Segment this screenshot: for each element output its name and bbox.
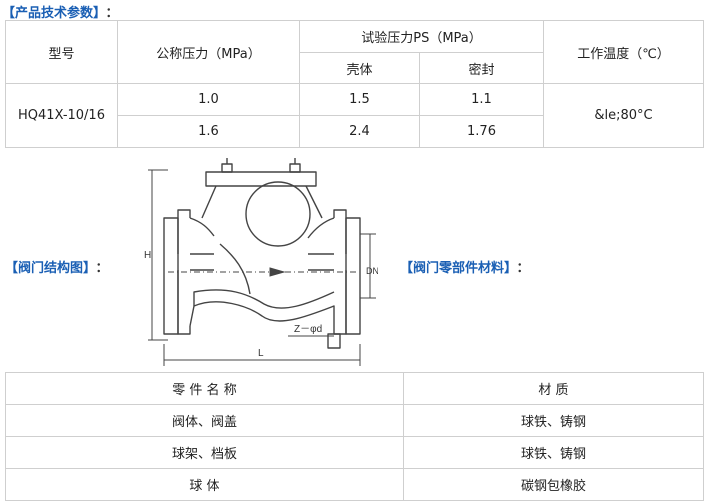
material-cell: 球铁、铸钢 (403, 404, 704, 437)
right-flange (345, 217, 361, 335)
material-cell: 球铁、铸钢 (403, 436, 704, 469)
dimension-label-bolt: Z－φd (294, 324, 322, 335)
section-header-product-params-text: 【产品技术参数】 (2, 6, 100, 21)
header-colon: ： (516, 261, 530, 276)
spec-table: 型号 公称压力（MPa） 试验压力PS（MPa） 工作温度（℃） 壳体 密封 H… (5, 20, 704, 148)
material-cell: 碳钢包橡胶 (403, 468, 704, 501)
table-row: 1.6 2.4 1.76 (6, 115, 704, 148)
cover-bolt (221, 163, 233, 173)
table-row: HQ41X-10/16 1.0 1.5 1.1 &le;80°C (5, 83, 704, 148)
table-row: 球 体 碳钢包橡胶 (5, 468, 704, 501)
left-flange (163, 217, 179, 335)
part-name-header: 零 件 名 称 (5, 372, 404, 405)
section-header-structure: 【阀门结构图】 ： (5, 257, 109, 276)
dimension-label-dn: DN (366, 266, 378, 276)
part-name-cell: 球架、档板 (5, 436, 404, 469)
nominal-pressure-value: 1.6 (117, 115, 300, 148)
table-row: 阀体、阀盖 球铁、铸钢 (5, 404, 704, 437)
dimension-label-l: L (258, 348, 264, 359)
seal-pressure-value: 1.1 (419, 83, 544, 116)
baffle (219, 243, 251, 295)
nominal-pressure-value: 1.0 (117, 83, 300, 116)
cover-flange (205, 171, 317, 187)
part-name-cell: 阀体、阀盖 (5, 404, 404, 437)
cover-bolt (289, 163, 301, 173)
part-name-cell: 球 体 (5, 468, 404, 501)
header-colon: ： (95, 261, 109, 276)
valve-structure-drawing: H DN L Z－φd (144, 158, 378, 366)
section-header-materials: 【阀门零部件材料】 ： (400, 257, 530, 276)
shell-pressure-value: 1.5 (299, 83, 420, 116)
header-colon: ： (105, 6, 119, 21)
seal-header: 密封 (419, 52, 544, 84)
material-header: 材 质 (403, 372, 704, 405)
table-row: 球架、档板 球铁、铸钢 (5, 436, 704, 469)
section-header-materials-text: 【阀门零部件材料】 (400, 261, 511, 276)
flow-arrow-icon (269, 267, 286, 277)
section-header-product-params: 【产品技术参数】 ： (2, 2, 119, 21)
ball (245, 181, 311, 247)
working-temp-value: &le;80°C (543, 83, 704, 148)
working-temp-header: 工作温度（℃） (543, 20, 704, 84)
test-pressure-header: 试验压力PS（MPa） (299, 20, 544, 53)
model-value: HQ41X-10/16 (5, 83, 118, 148)
shell-pressure-value: 2.4 (299, 115, 420, 148)
dimension-label-h: H (144, 250, 151, 261)
nominal-pressure-header: 公称压力（MPa） (117, 20, 300, 84)
parts-material-table: 零 件 名 称 材 质 阀体、阀盖 球铁、铸钢 球架、档板 球铁、铸钢 球 体 … (5, 372, 704, 501)
shell-header: 壳体 (299, 52, 420, 84)
seal-pressure-value: 1.76 (419, 115, 544, 148)
model-header: 型号 (5, 20, 118, 84)
section-header-structure-text: 【阀门结构图】 (5, 261, 90, 276)
